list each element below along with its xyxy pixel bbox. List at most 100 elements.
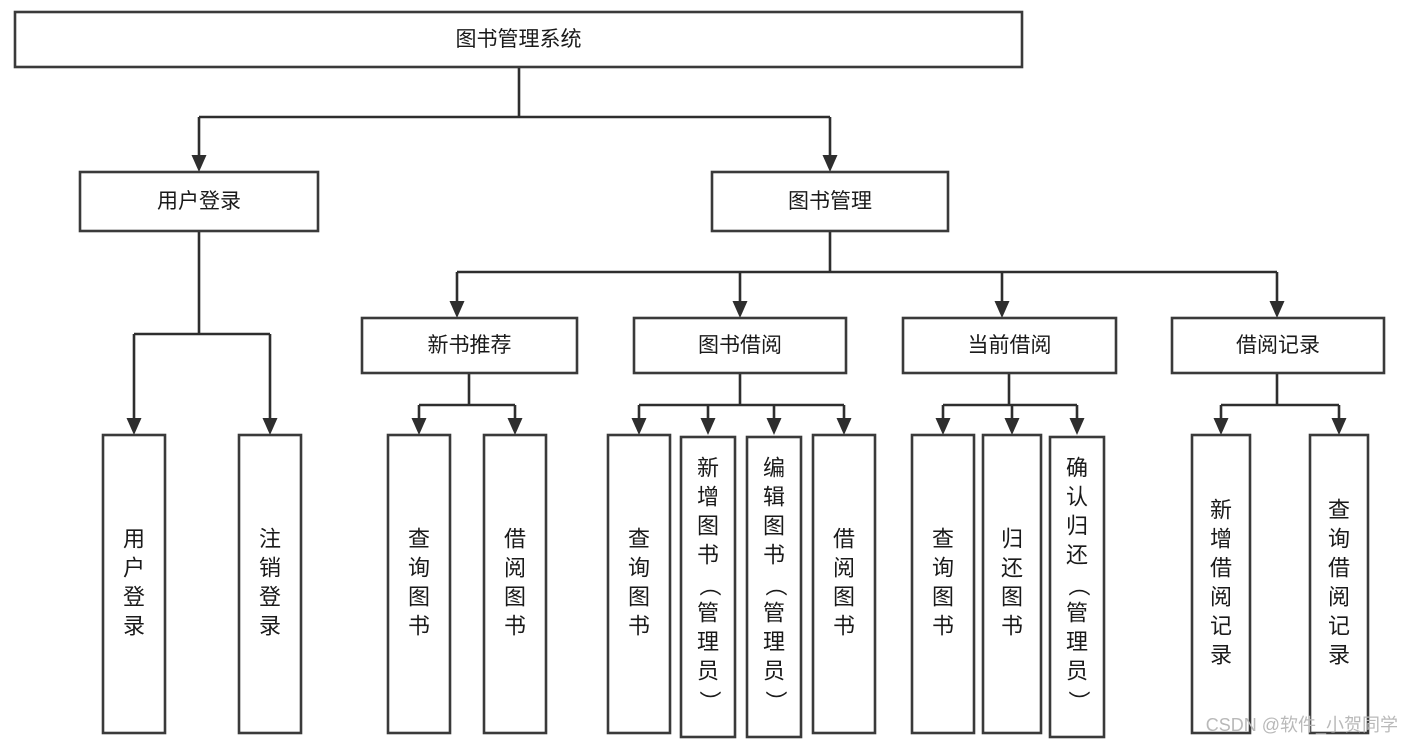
node-label-char-leaf-query-book-current-0: 查	[932, 526, 954, 551]
node-label-root: 图书管理系统	[456, 28, 582, 51]
node-box-leaf-user-login	[101, 433, 167, 735]
node-user-login[interactable]: 用户登录	[78, 170, 320, 233]
node-label-char-leaf-query-borrow-record-2: 借	[1328, 555, 1350, 580]
arrow-head	[1069, 418, 1085, 435]
node-label-char-leaf-borrow-book-recommend-2: 图	[504, 584, 526, 609]
arrow-head	[191, 155, 207, 172]
node-label-char-leaf-add-book-admin-4: （	[697, 574, 722, 596]
node-book-borrow[interactable]: 图书借阅	[632, 316, 848, 375]
node-borrow-record[interactable]: 借阅记录	[1170, 316, 1386, 375]
node-label-char-leaf-add-borrow-record-0: 新	[1210, 497, 1232, 522]
csdn-watermark: CSDN @软件_小贺同学	[1206, 715, 1398, 736]
node-box-user-login	[78, 170, 320, 233]
arrow-head	[262, 418, 278, 435]
node-label-borrow-record: 借阅记录	[1236, 334, 1320, 357]
node-label-char-leaf-logout-3: 录	[259, 613, 281, 638]
arrow-head	[836, 418, 852, 435]
node-box-current-borrow	[901, 316, 1118, 375]
node-label-char-leaf-confirm-return-admin-7: 员	[1066, 658, 1088, 683]
node-label-char-leaf-return-book-3: 书	[1001, 613, 1023, 638]
node-label-char-leaf-add-book-admin-6: 理	[697, 629, 719, 654]
node-root[interactable]: 图书管理系统	[13, 10, 1024, 69]
node-label-char-leaf-add-borrow-record-2: 借	[1210, 555, 1232, 580]
node-box-leaf-query-book-recommend	[386, 433, 452, 735]
node-label-char-leaf-edit-book-admin-5: 管	[763, 600, 785, 625]
node-box-book-management	[710, 170, 950, 233]
node-box-book-borrow	[632, 316, 848, 375]
node-label-char-leaf-query-book-borrow-1: 询	[628, 555, 650, 580]
node-label-char-leaf-edit-book-admin-7: 员	[763, 658, 785, 683]
node-label-new-book-recommend: 新书推荐	[428, 334, 512, 357]
node-label-char-leaf-return-book-0: 归	[1001, 526, 1023, 551]
node-label-char-leaf-query-book-current-1: 询	[932, 555, 954, 580]
node-label-char-leaf-logout-0: 注	[259, 526, 281, 551]
node-label-char-leaf-borrow-book-0: 借	[833, 526, 855, 551]
node-label-char-leaf-confirm-return-admin-6: 理	[1066, 629, 1088, 654]
node-box-leaf-query-borrow-record	[1308, 433, 1370, 735]
node-label-char-leaf-borrow-book-2: 图	[833, 584, 855, 609]
node-label-char-leaf-edit-book-admin-0: 编	[763, 455, 785, 480]
node-label-book-management: 图书管理	[788, 190, 872, 213]
node-box-leaf-edit-book-admin	[745, 435, 803, 739]
connector-conn-new-book-recommend-bus	[411, 373, 523, 435]
node-box-borrow-record	[1170, 316, 1386, 375]
node-current-borrow[interactable]: 当前借阅	[901, 316, 1118, 375]
node-label-char-leaf-add-book-admin-7: 员	[697, 658, 719, 683]
arrow-head	[1213, 418, 1229, 435]
node-label-char-leaf-return-book-2: 图	[1001, 584, 1023, 609]
node-label-current-borrow: 当前借阅	[968, 334, 1052, 357]
arrow-head	[449, 301, 465, 318]
node-label-char-leaf-return-book-1: 还	[1001, 555, 1023, 580]
node-label-char-leaf-query-borrow-record-3: 阅	[1328, 584, 1350, 609]
node-label-char-leaf-confirm-return-admin-4: （	[1066, 574, 1091, 596]
node-label-char-leaf-query-borrow-record-5: 录	[1328, 642, 1350, 667]
node-label-char-leaf-borrow-book-1: 阅	[833, 555, 855, 580]
connector-conn-user-login-bus	[126, 231, 278, 435]
node-box-leaf-borrow-book-recommend	[482, 433, 548, 735]
node-label-char-leaf-edit-book-admin-8: ）	[763, 690, 788, 712]
node-label-char-leaf-edit-book-admin-3: 书	[763, 542, 785, 567]
node-label-char-leaf-query-book-recommend-0: 查	[408, 526, 430, 551]
node-label-char-leaf-user-login-0: 用	[123, 526, 145, 551]
node-leaf-user-login[interactable]: 用户登录	[101, 433, 167, 735]
arrow-head	[732, 301, 748, 318]
node-book-management[interactable]: 图书管理	[710, 170, 950, 233]
node-label-char-leaf-borrow-book-recommend-3: 书	[504, 613, 526, 638]
connector-conn-borrow-record-bus	[1213, 373, 1347, 435]
arrow-head	[631, 418, 647, 435]
node-label-char-leaf-add-borrow-record-4: 记	[1210, 613, 1232, 638]
node-box-leaf-return-book	[981, 433, 1043, 735]
node-label-char-leaf-borrow-book-recommend-0: 借	[504, 526, 526, 551]
node-label-char-leaf-user-login-3: 录	[123, 613, 145, 638]
node-label-char-leaf-add-borrow-record-1: 增	[1210, 526, 1232, 551]
arrow-head	[1269, 301, 1285, 318]
node-box-leaf-add-borrow-record	[1190, 433, 1252, 735]
arrow-head	[766, 418, 782, 435]
node-label-char-leaf-logout-1: 销	[259, 555, 281, 580]
node-new-book-recommend[interactable]: 新书推荐	[360, 316, 579, 375]
node-label-char-leaf-confirm-return-admin-3: 还	[1066, 542, 1088, 567]
node-layer: 图书管理系统用户登录图书管理新书推荐图书借阅当前借阅借阅记录用户登录注销登录查询…	[13, 10, 1386, 739]
node-box-leaf-query-book-current	[910, 433, 976, 735]
node-label-char-leaf-user-login-2: 登	[123, 584, 145, 609]
node-label-char-leaf-query-book-current-2: 图	[932, 584, 954, 609]
node-label-char-leaf-query-borrow-record-1: 询	[1328, 526, 1350, 551]
node-label-char-leaf-add-borrow-record-3: 阅	[1210, 584, 1232, 609]
node-label-char-leaf-confirm-return-admin-0: 确	[1066, 455, 1088, 480]
node-box-leaf-borrow-book	[811, 433, 877, 735]
arrow-head	[1004, 418, 1020, 435]
